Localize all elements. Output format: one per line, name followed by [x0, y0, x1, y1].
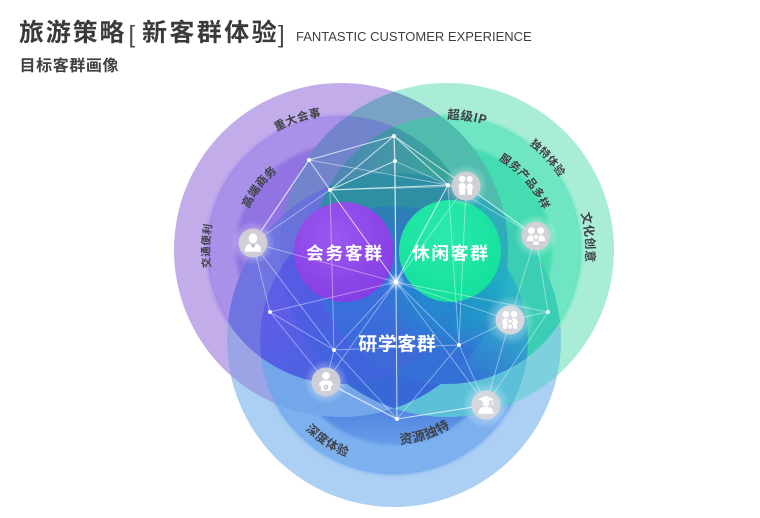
svg-text:]: ] — [278, 22, 285, 49]
svg-text:FANTASTIC CUSTOMER EXPERIENCE: FANTASTIC CUSTOMER EXPERIENCE — [296, 29, 532, 44]
svg-text:[: [ — [129, 22, 136, 49]
